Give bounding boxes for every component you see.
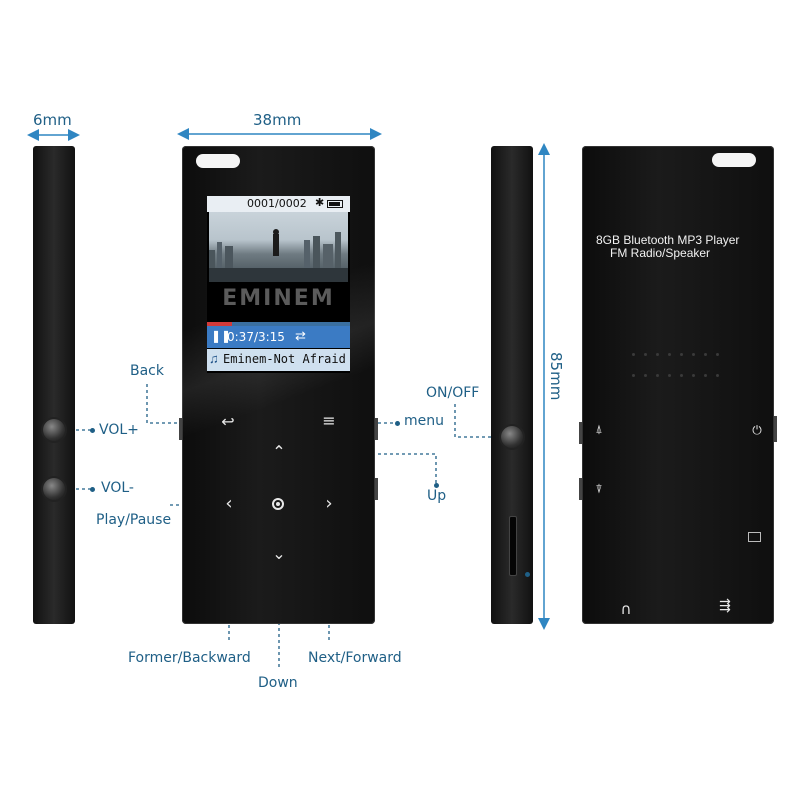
up-label: Up bbox=[427, 488, 447, 504]
side-button-left-1 bbox=[179, 418, 182, 440]
track-counter: 0001/0002 bbox=[247, 197, 307, 210]
vol-minus-button[interactable] bbox=[43, 478, 65, 500]
back-side-button-3 bbox=[774, 416, 777, 442]
play-pause-label: Play/Pause bbox=[96, 512, 172, 528]
device-side-left bbox=[33, 146, 75, 624]
device-side-right bbox=[491, 146, 533, 624]
vol-plus-button[interactable] bbox=[43, 419, 65, 441]
play-pause-touch-key[interactable] bbox=[272, 498, 284, 510]
former-touch-key[interactable]: ‹ bbox=[225, 493, 233, 514]
bluetooth-icon: ✱ bbox=[315, 197, 325, 209]
back-lanyard-slot bbox=[712, 153, 756, 167]
former-label: Former/Backward bbox=[128, 650, 251, 666]
usb-icon: ⇶ bbox=[719, 598, 731, 614]
width-label: 38mm bbox=[253, 111, 302, 129]
pause-icon: ❚❚ bbox=[211, 329, 232, 343]
on-off-button[interactable] bbox=[501, 426, 523, 448]
song-title: Eminem-Not Afraid bbox=[223, 352, 346, 366]
music-note-icon: ♫ bbox=[209, 351, 219, 366]
vol-plus-dot bbox=[90, 428, 95, 433]
device-front: 0001/0002 ✱ EMINEM ❚ bbox=[179, 146, 378, 624]
vol-minus-dot bbox=[90, 487, 95, 492]
repeat-icon: ⇄ bbox=[295, 328, 306, 343]
thickness-label: 6mm bbox=[33, 111, 72, 129]
battery-icon bbox=[327, 200, 343, 208]
time-row: ❚❚ 0:37/3:15 ⇄ bbox=[207, 326, 350, 348]
product-line-1: 8GB Bluetooth MP3 Player bbox=[596, 233, 740, 247]
back-label: Back bbox=[130, 363, 164, 379]
display: 0001/0002 ✱ EMINEM ❚ bbox=[207, 196, 350, 373]
down-touch-key[interactable]: ⌄ bbox=[272, 544, 286, 563]
progress-bar bbox=[207, 322, 350, 326]
vol-minus-label: VOL- bbox=[101, 480, 134, 496]
side-button-right-1 bbox=[375, 418, 378, 440]
next-touch-key[interactable]: › bbox=[325, 493, 333, 514]
album-art bbox=[209, 212, 348, 282]
power-icon: ⏻ bbox=[752, 423, 762, 437]
next-label: Next/Forward bbox=[308, 650, 402, 666]
menu-dot bbox=[395, 421, 400, 426]
album-art-skyline bbox=[209, 229, 348, 282]
tf-card-icon bbox=[748, 532, 761, 542]
menu-label: menu bbox=[404, 413, 444, 429]
device-back: 8GB Bluetooth MP3 Player FM Radio/Speake… bbox=[579, 146, 777, 624]
vol-plus-label: VOL+ bbox=[99, 422, 139, 438]
status-bar: 0001/0002 ✱ bbox=[207, 196, 350, 212]
album-title: EMINEM bbox=[222, 286, 335, 311]
up-dot bbox=[434, 483, 439, 488]
vol-up-icon: ⍋ bbox=[595, 422, 603, 436]
time-readout: 0:37/3:15 bbox=[227, 330, 285, 344]
back-side-button-1 bbox=[579, 422, 582, 444]
back-side-button-2 bbox=[579, 478, 582, 500]
menu-touch-key[interactable]: ≡ bbox=[322, 411, 336, 430]
up-touch-key[interactable]: ⌃ bbox=[272, 442, 286, 461]
back-touch-key[interactable]: ↩ bbox=[221, 412, 235, 431]
headphone-icon: ∩ bbox=[620, 600, 632, 618]
tf-card-slot[interactable] bbox=[509, 516, 517, 576]
product-line-2: FM Radio/Speaker bbox=[610, 246, 711, 260]
down-label: Down bbox=[258, 675, 298, 691]
song-row: ♫ Eminem-Not Afraid bbox=[207, 349, 350, 371]
side-button-right-2 bbox=[375, 478, 378, 500]
on-off-label: ON/OFF bbox=[426, 385, 480, 401]
height-label: 85mm bbox=[547, 352, 565, 401]
lanyard-slot bbox=[196, 154, 240, 168]
tf-slot-dot bbox=[525, 572, 530, 577]
vol-down-icon: ⍒ bbox=[595, 482, 603, 496]
